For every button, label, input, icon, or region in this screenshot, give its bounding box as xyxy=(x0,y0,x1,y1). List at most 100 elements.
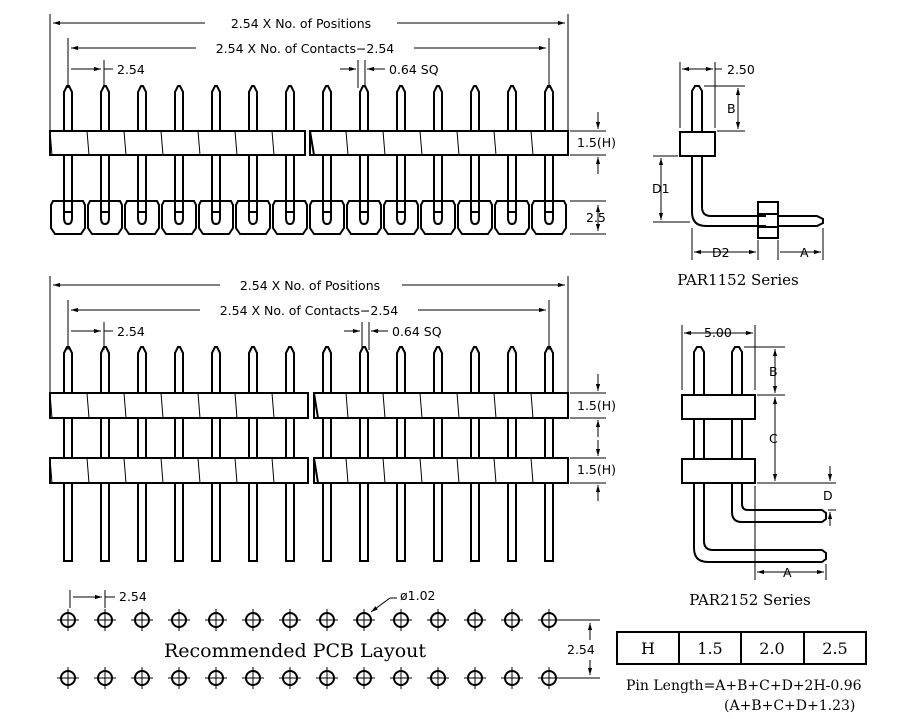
pin xyxy=(359,85,369,131)
tail xyxy=(383,200,419,235)
housing-divider xyxy=(234,130,238,156)
tail-slot xyxy=(544,205,554,226)
pin xyxy=(100,85,110,131)
top-positions-label: 2.54 X No. of Positions xyxy=(231,16,371,31)
housing-divider xyxy=(345,457,349,484)
pin xyxy=(433,483,443,562)
h-table-cell: 2.5 xyxy=(822,639,847,658)
pin xyxy=(507,155,517,213)
tail-slot xyxy=(507,205,517,226)
pcb-pitch-label: 2.54 xyxy=(119,589,147,604)
pin xyxy=(433,346,443,393)
pin xyxy=(137,85,147,131)
housing-divider xyxy=(197,457,201,484)
pin xyxy=(248,346,258,393)
housing-divider xyxy=(234,457,238,484)
pin xyxy=(396,483,406,562)
pin xyxy=(100,155,110,213)
top-pitch-label: 2.54 xyxy=(117,62,145,77)
housing-divider xyxy=(160,130,164,156)
pin xyxy=(63,483,73,562)
housing-divider xyxy=(86,392,90,419)
par2152-d-label: D xyxy=(823,488,833,503)
par1152-d1-label: D1 xyxy=(652,181,670,196)
pin xyxy=(137,483,147,562)
housing-body xyxy=(309,130,569,156)
housing-divider xyxy=(419,130,423,156)
tail xyxy=(457,200,493,235)
par2152-series-label: PAR2152 Series xyxy=(689,591,810,609)
pin xyxy=(507,346,517,393)
housing-break xyxy=(309,130,315,156)
pcb-title: Recommended PCB Layout xyxy=(164,640,426,662)
tail xyxy=(272,200,308,235)
housing-divider xyxy=(382,130,386,156)
tail xyxy=(420,200,456,235)
h-table-header: H xyxy=(641,639,655,658)
tail-slot xyxy=(137,205,147,226)
par2152-side-view: 5.00 B C D A PAR2152 Series xyxy=(681,325,836,609)
pin xyxy=(211,483,221,562)
housing-divider xyxy=(456,130,460,156)
pin xyxy=(100,346,110,393)
pin xyxy=(137,346,147,393)
housing-divider xyxy=(493,457,497,484)
bottom-positions-label: 2.54 X No. of Positions xyxy=(240,278,380,293)
pin xyxy=(433,155,443,213)
pcb-holes xyxy=(57,609,560,689)
pin xyxy=(433,85,443,131)
housing-divider xyxy=(345,392,349,419)
housing-divider xyxy=(530,457,534,484)
pin xyxy=(248,155,258,213)
top-housing xyxy=(49,130,569,156)
housing-divider xyxy=(160,457,164,484)
pin xyxy=(211,85,221,131)
bottom-pitch-label: 2.54 xyxy=(117,324,145,339)
pin xyxy=(470,346,480,393)
pin xyxy=(285,483,295,562)
pin xyxy=(396,85,406,131)
housing-body xyxy=(49,457,309,484)
pin xyxy=(322,346,332,393)
pin xyxy=(285,155,295,213)
tail-slot xyxy=(322,205,332,226)
top-contacts-label: 2.54 X No. of Contacts−2.54 xyxy=(216,41,395,56)
pin xyxy=(63,85,73,131)
housing-divider xyxy=(493,130,497,156)
top-front-view: 2.54 X No. of Positions 2.54 X No. of Co… xyxy=(49,14,616,235)
housing-divider xyxy=(419,392,423,419)
housing-divider xyxy=(382,392,386,419)
pin xyxy=(507,483,517,562)
par1152-b-label: B xyxy=(727,101,736,116)
top-height-label: 1.5(H) xyxy=(577,135,616,150)
pin xyxy=(100,483,110,562)
top-pins xyxy=(63,85,554,213)
housing-divider xyxy=(456,457,460,484)
pin xyxy=(248,483,258,562)
pin xyxy=(137,155,147,213)
pin xyxy=(544,155,554,213)
pin xyxy=(211,346,221,393)
pin xyxy=(248,85,258,131)
pin xyxy=(396,155,406,213)
pin xyxy=(359,155,369,213)
housing-divider xyxy=(49,392,53,419)
pin xyxy=(174,85,184,131)
bottom-height-label-1: 1.5(H) xyxy=(577,398,616,413)
housing-divider xyxy=(530,130,534,156)
tail-slot xyxy=(285,205,295,226)
housing-divider xyxy=(456,392,460,419)
housing-divider xyxy=(271,130,275,156)
pin xyxy=(359,483,369,562)
tail xyxy=(198,200,234,235)
tail-slot xyxy=(470,205,480,226)
tail xyxy=(161,200,197,235)
housing-divider xyxy=(382,457,386,484)
top-tails xyxy=(50,200,567,235)
bottom-contacts-label: 2.54 X No. of Contacts−2.54 xyxy=(220,303,399,318)
bottom-housing xyxy=(49,392,569,484)
housing-divider xyxy=(86,457,90,484)
tail-slot xyxy=(211,205,221,226)
housing-divider xyxy=(197,130,201,156)
